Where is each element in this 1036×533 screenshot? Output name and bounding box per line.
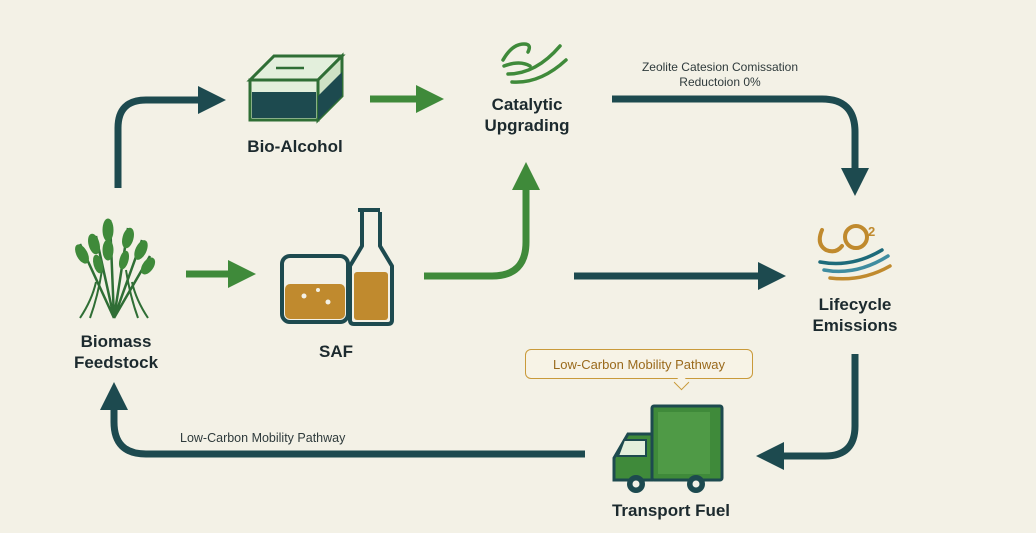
box-icon — [246, 52, 346, 124]
node-saf: SAF — [319, 342, 353, 361]
arrow-catalytic-to-lifecycle — [612, 95, 869, 196]
co2-text: CO — [834, 226, 836, 227]
callout-low-carbon-pathway: Low-Carbon Mobility Pathway — [525, 349, 753, 379]
hand-leaf-icon — [501, 42, 568, 84]
wheat-icon — [75, 218, 156, 319]
flask-icon — [280, 208, 394, 326]
arrow-saf-to-catalytic — [424, 162, 540, 280]
truck-icon — [612, 404, 724, 493]
node-biomass-feedstock: Biomass Feedstock — [73, 332, 159, 372]
zeolite-annotation: Zeolite Catesion Comissation Reductoion … — [641, 60, 799, 89]
callout-label: Low-Carbon Mobility Pathway — [553, 357, 725, 372]
arrow-biomass-to-bioalcohol — [114, 86, 226, 188]
co2-icon — [817, 223, 892, 281]
node-bio-alcohol: Bio-Alcohol — [247, 137, 343, 156]
node-lifecycle-emissions: Lifecycle Emissions — [812, 295, 898, 335]
node-catalytic-upgrading: Catalytic Upgrading — [484, 95, 570, 135]
arrow-lifecycle-to-transport — [756, 354, 859, 470]
arrow-transport-to-biomass — [100, 382, 585, 458]
co2-superscript: 2 — [868, 224, 875, 239]
node-transport-fuel: Transport Fuel — [611, 501, 731, 520]
return-path-label: Low-Carbon Mobility Pathway — [180, 431, 346, 445]
